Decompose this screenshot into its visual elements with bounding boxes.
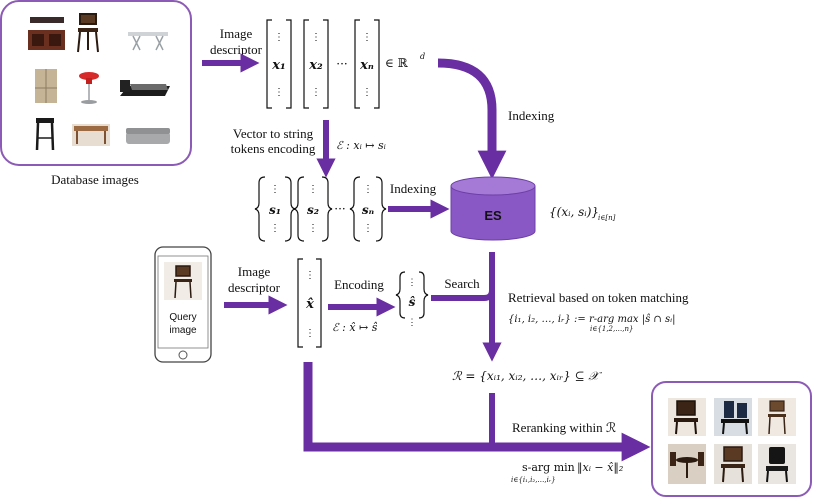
black-stool-thumb — [35, 118, 55, 151]
encoding-label-line1: Vector to string — [233, 126, 314, 141]
svg-text:⋮: ⋮ — [270, 184, 280, 195]
vector-xn-label: xₙ — [359, 58, 374, 73]
es-set: {(xᵢ, sᵢ)} — [549, 205, 599, 219]
query-token: ⋮ ⋮ ŝ — [395, 271, 429, 328]
es-set-sub: i∈[n] — [598, 214, 616, 222]
indexing-label-middle: Indexing — [390, 181, 437, 196]
svg-text:⋮: ⋮ — [408, 278, 417, 288]
query-descriptor-line1: Image — [238, 264, 271, 279]
bar-stool-thumb — [77, 13, 99, 53]
token-s2-label: s₂ — [307, 203, 319, 217]
result-chair-dark-wood-thumb — [668, 398, 706, 436]
results-panel — [651, 381, 812, 497]
reranking-label: Reranking within ℛ — [512, 420, 616, 435]
search-arrow-to-es — [431, 252, 495, 301]
search-label: Search — [444, 276, 480, 291]
tv-stand-thumb — [28, 17, 65, 50]
vector-x1-label: x₁ — [271, 58, 285, 73]
wooden-cabinet-thumb — [35, 69, 57, 103]
query-vector-label: x̂ — [305, 297, 314, 312]
retrieval-formula-sub: i∈{1,2,…,n} — [590, 325, 633, 333]
token-s1-label: s₁ — [269, 203, 281, 217]
es-database: ES — [450, 176, 536, 241]
phone-icon: Query image — [154, 246, 212, 363]
result-dining-set-thumb — [668, 444, 706, 484]
red-bar-stool-thumb — [79, 72, 99, 104]
encoding-formula: ℰ : xᵢ ↦ sᵢ — [336, 139, 386, 152]
database-panel: Database images — [0, 0, 192, 187]
result-chair-ornate-thumb — [714, 444, 752, 484]
membership-rd: ∈ ℝ — [385, 56, 409, 70]
phone-caption-line1: Query — [169, 312, 196, 323]
svg-text:⋮: ⋮ — [270, 223, 280, 234]
black-bed-thumb — [120, 80, 170, 96]
query-descriptor-line2: descriptor — [228, 280, 281, 295]
result-chair-black-thumb — [758, 444, 796, 484]
token-dots: ··· — [334, 202, 345, 216]
rerank-formula: s-arg min — [522, 461, 575, 474]
encoding-label-line2: tokens encoding — [231, 141, 316, 156]
rerank-norm: ‖xᵢ − x̂‖₂ — [577, 461, 623, 475]
vector-x2: ⋮ ⋮ x₂ — [303, 19, 329, 109]
vector-x2-label: x₂ — [308, 58, 323, 73]
rerank-arrow — [303, 362, 651, 462]
result-set: ℛ = {xᵢ₁, xᵢ₂, …, xᵢᵣ} ⊆ 𝒳 — [452, 369, 602, 383]
result-chair-navy-thumb — [714, 398, 752, 436]
vector-dots: ··· — [336, 57, 347, 71]
svg-text:⋮: ⋮ — [308, 184, 318, 195]
retrieval-title: Retrieval based on token matching — [508, 290, 689, 305]
vector-x1: ⋮ ⋮ x₁ — [266, 19, 292, 109]
svg-text:⋮: ⋮ — [363, 223, 373, 234]
retrieval-formula: {i₁, i₂, …, iᵣ} := r-arg max |ŝ ∩ sᵢ| — [508, 314, 675, 325]
encoding-label: Encoding — [334, 277, 384, 292]
token-sn-label: sₙ — [362, 203, 375, 217]
glass-desk-thumb — [128, 32, 168, 51]
phone-caption-line2: image — [169, 325, 197, 336]
es-label: ES — [484, 208, 502, 223]
result-bar-stool-thumb — [758, 398, 796, 436]
indexing-arrow-to-es — [437, 58, 507, 180]
query-token-label: ŝ — [409, 295, 416, 309]
svg-text:⋮: ⋮ — [363, 184, 373, 195]
token-s1: ⋮ ⋮ s₁ — [254, 176, 296, 242]
svg-text:⋮: ⋮ — [362, 32, 372, 43]
vector-xn: ⋮ ⋮ xₙ — [354, 19, 380, 109]
indexing-label-right: Indexing — [508, 108, 555, 123]
svg-text:⋮: ⋮ — [305, 328, 315, 339]
svg-text:⋮: ⋮ — [408, 318, 417, 328]
query-vector: ⋮ ⋮ x̂ — [297, 258, 322, 348]
token-sn: ⋮ ⋮ sₙ — [349, 176, 387, 242]
svg-text:⋮: ⋮ — [305, 270, 315, 281]
wooden-table-thumb — [72, 124, 110, 146]
svg-text:⋮: ⋮ — [274, 87, 284, 98]
svg-text:⋮: ⋮ — [308, 223, 318, 234]
membership-rd-sup: d — [420, 52, 425, 61]
database-caption: Database images — [51, 172, 139, 187]
svg-text:⋮: ⋮ — [362, 87, 372, 98]
token-s2: ⋮ ⋮ s₂ — [293, 176, 333, 242]
rerank-sub: i∈{i₁,i₂,…,iᵣ} — [511, 476, 556, 484]
query-encoding-formula: ℰ : x̂ ↦ ŝ — [332, 321, 378, 334]
gray-sofa-thumb — [126, 128, 170, 144]
svg-text:⋮: ⋮ — [274, 32, 284, 43]
svg-text:⋮: ⋮ — [311, 87, 321, 98]
descriptor-label-line1: Image — [220, 26, 253, 41]
descriptor-label-line2: descriptor — [210, 42, 263, 57]
svg-text:⋮: ⋮ — [311, 32, 321, 43]
